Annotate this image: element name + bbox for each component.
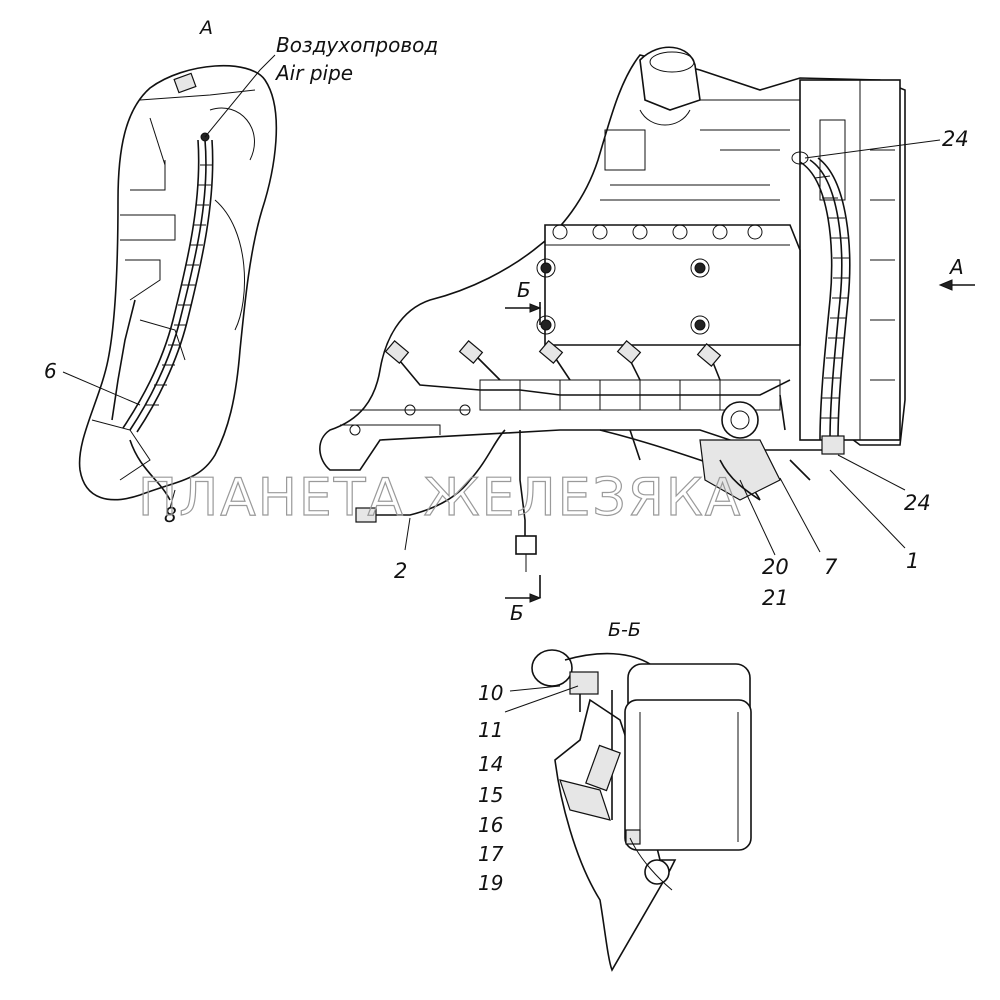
part-label: 14: [478, 752, 503, 776]
part-label: 2: [394, 559, 407, 583]
section-mark-top: Б: [517, 278, 531, 302]
section-mark-bottom: Б: [510, 601, 524, 625]
part-label: 16: [478, 813, 503, 837]
section-marks: [505, 302, 542, 603]
section-bb-title: Б-Б: [608, 619, 641, 641]
section-bb-drawing: [531, 649, 752, 972]
part-label: 10: [478, 681, 503, 705]
air-pipe-label-en: Air pipe: [274, 61, 353, 85]
watermark-text: ПЛАНЕТА ЖЕЛЕЗЯКА: [138, 468, 742, 528]
engine-leaders: [404, 139, 941, 556]
engine-drawing: [319, 46, 906, 572]
part-label: 1: [906, 549, 919, 573]
view-a-arrow: [938, 279, 975, 291]
part-label: 11: [478, 718, 503, 742]
part-label: 20: [762, 555, 789, 579]
part-label: 15: [478, 783, 503, 807]
part-label: 6: [44, 359, 57, 383]
part-label: 24: [942, 127, 969, 151]
part-label: 24: [904, 491, 931, 515]
view-a-arrow-label: А: [948, 255, 964, 279]
part-label: 7: [824, 555, 838, 579]
air-pipe-label-ru: Воздухопровод: [276, 33, 438, 57]
view-a-title: А: [198, 17, 213, 39]
part-label: 21: [762, 586, 789, 610]
part-label: 8: [164, 503, 177, 527]
view-a-drawing: [78, 64, 278, 501]
part-label: 17: [478, 842, 504, 866]
part-label: 19: [478, 871, 503, 895]
view-a-leaders: [62, 54, 276, 509]
section-bb-leaders: [504, 685, 579, 713]
